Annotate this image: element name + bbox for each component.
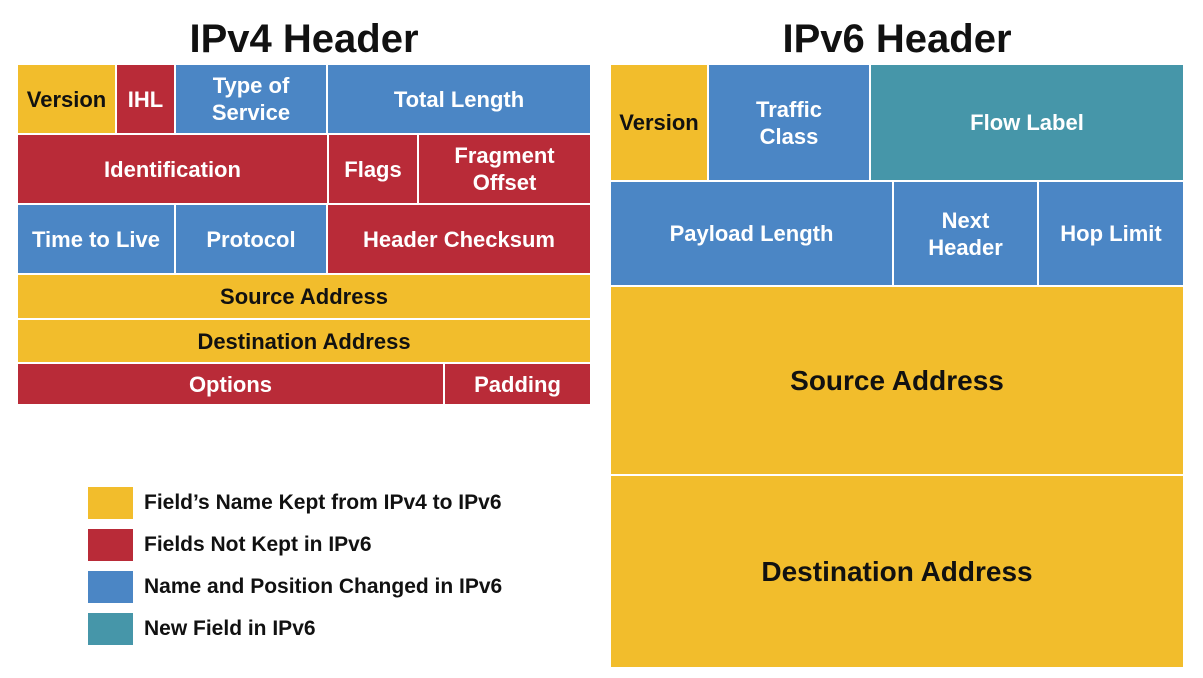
- ipv4-total-length-field: Total Length: [328, 65, 590, 135]
- ipv4-version-field: Version: [18, 65, 117, 135]
- legend-swatch: [88, 529, 133, 561]
- ipv4-options-field: Options: [18, 364, 445, 404]
- legend-item-name-position-changed: Name and Position Changed in IPv6: [88, 571, 502, 603]
- ipv4-source-address-field: Source Address: [18, 275, 590, 320]
- field-label: Identification: [104, 156, 241, 182]
- field-label: Version: [619, 110, 699, 135]
- field-label: Padding: [474, 371, 561, 397]
- legend-swatch: [88, 487, 133, 519]
- ipv6-destination-address-field: Destination Address: [611, 476, 1183, 667]
- ipv4-flags-field: Flags: [329, 135, 419, 205]
- legend-swatch: [88, 613, 133, 645]
- field-label: Destination Address: [761, 555, 1033, 587]
- legend-label: New Field in IPv6: [144, 617, 316, 640]
- field-label: Hop Limit: [1060, 221, 1162, 246]
- field-label: IHL: [127, 86, 164, 112]
- ipv4-ihl-field: IHL: [117, 65, 176, 135]
- field-label: Flow Label: [970, 110, 1084, 135]
- field-label: Fragment Offset: [454, 143, 555, 195]
- ipv6-traffic-class-field: Traffic Class: [709, 65, 871, 182]
- field-label: Payload Length: [669, 221, 834, 246]
- field-label: Destination Address: [197, 328, 411, 354]
- ipv4-fragment-offset-field: Fragment Offset: [419, 135, 590, 205]
- legend-swatch: [88, 571, 133, 603]
- ipv4-time-to-live-field: Time to Live: [18, 205, 176, 275]
- field-label: Version: [26, 86, 107, 112]
- ipv6-title: IPv6 Header: [782, 17, 1012, 61]
- legend-item-new-field: New Field in IPv6: [88, 613, 316, 645]
- field-label: Source Address: [790, 364, 1004, 396]
- field-label: Options: [188, 371, 273, 397]
- ipv4-padding-field: Padding: [445, 364, 590, 404]
- field-label: Next Header: [928, 207, 1003, 260]
- ipv4-type-of-service-field: Type of Service: [176, 65, 328, 135]
- ipv4-protocol-field: Protocol: [176, 205, 328, 275]
- ipv4-title: IPv4 Header: [189, 17, 419, 61]
- ipv4-identification-field: Identification: [18, 135, 329, 205]
- legend-item-not-kept: Fields Not Kept in IPv6: [88, 529, 372, 561]
- field-label: Source Address: [220, 284, 388, 309]
- legend-item-name-kept: Field’s Name Kept from IPv4 to IPv6: [88, 487, 502, 519]
- legend-label: Field’s Name Kept from IPv4 to IPv6: [144, 491, 502, 514]
- field-label: Time to Live: [32, 226, 160, 252]
- field-label: Traffic Class: [755, 96, 823, 149]
- ipv6-payload-length-field: Payload Length: [611, 182, 894, 287]
- ipv6-flow-label-field: Flow Label: [871, 65, 1183, 182]
- field-label: Protocol: [206, 226, 296, 252]
- legend-label: Fields Not Kept in IPv6: [144, 533, 372, 556]
- field-label: Header Checksum: [363, 226, 555, 252]
- ipv4-header-checksum-field: Header Checksum: [328, 205, 590, 275]
- ipv6-next-header-field: Next Header: [894, 182, 1039, 287]
- ipv6-version-field: Version: [611, 65, 709, 182]
- ipv6-hop-limit-field: Hop Limit: [1039, 182, 1183, 287]
- field-label: Total Length: [393, 86, 525, 112]
- field-label: Type of Service: [211, 73, 291, 125]
- ipv4-destination-address-field: Destination Address: [18, 320, 590, 364]
- field-label: Flags: [344, 156, 402, 182]
- legend-label: Name and Position Changed in IPv6: [144, 575, 503, 598]
- ipv6-source-address-field: Source Address: [611, 287, 1183, 476]
